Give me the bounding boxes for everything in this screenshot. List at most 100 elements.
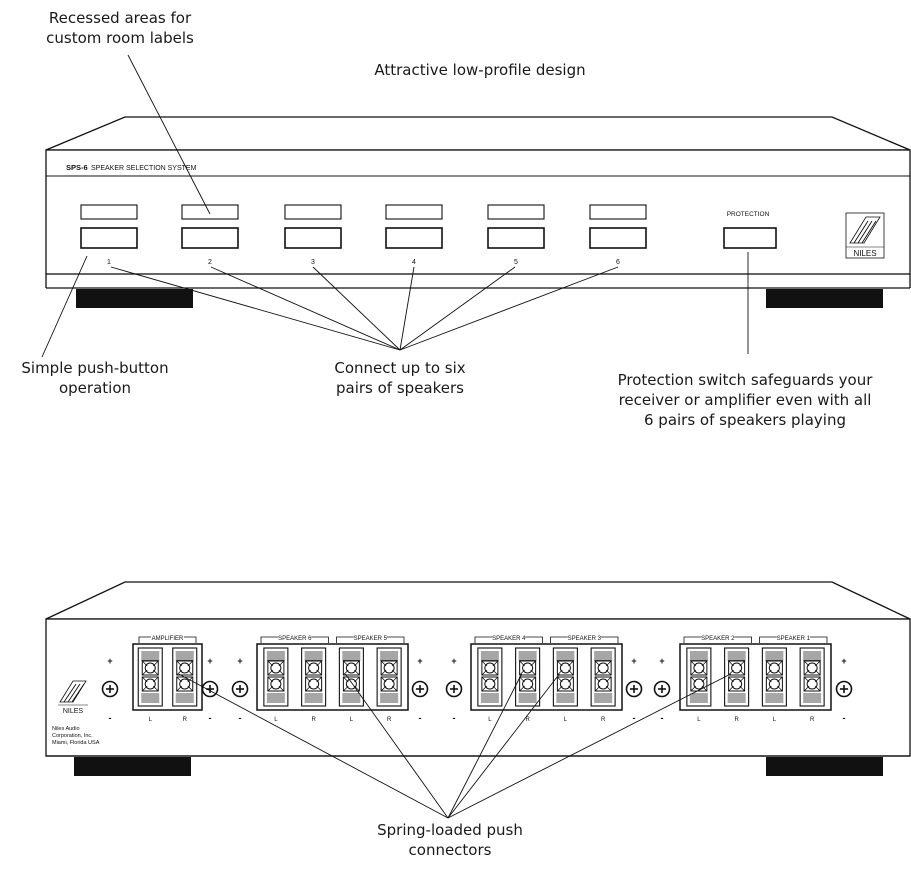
channel-label: L <box>350 717 354 723</box>
speaker-button-1[interactable] <box>80 227 138 249</box>
speaker-button-5[interactable] <box>487 227 545 249</box>
terminal-hole <box>768 662 780 674</box>
terminal-hole <box>144 662 156 674</box>
terminal-clip-edge <box>380 676 398 692</box>
polarity-minus: - <box>633 713 636 723</box>
spring-terminal[interactable] <box>724 647 750 707</box>
leader-spring-loaded-3 <box>447 673 523 819</box>
polarity-minus: - <box>109 713 112 723</box>
speaker-button-3[interactable] <box>284 227 342 249</box>
terminal-clip-edge <box>176 660 194 676</box>
terminal-hole <box>731 678 743 690</box>
terminal-clip-edge <box>481 660 499 676</box>
terminal-hole <box>144 678 156 690</box>
spring-terminal[interactable] <box>590 647 616 707</box>
terminal-hole <box>179 678 191 690</box>
ground-post <box>101 680 119 698</box>
group-label: SPEAKER 4 <box>492 636 526 642</box>
terminal-hole <box>308 678 320 690</box>
spring-terminal[interactable] <box>263 647 289 707</box>
terminal-hole <box>383 662 395 674</box>
terminal-clip-edge <box>343 676 360 692</box>
niles-logo-front: NILES <box>845 212 885 259</box>
spring-terminal[interactable] <box>552 647 578 707</box>
terminal-clip-edge <box>380 660 398 676</box>
ground-post <box>231 680 249 698</box>
polarity-plus: + <box>237 656 242 666</box>
leader-six-pairs-3 <box>312 266 401 351</box>
spring-terminal[interactable] <box>477 647 503 707</box>
polarity-plus: + <box>107 656 112 666</box>
group-label-bracket-right <box>184 636 197 643</box>
button-number-1: 1 <box>107 259 111 266</box>
niles-logo-front-text: NILES <box>853 249 876 258</box>
group-label-bracket-left <box>336 636 354 643</box>
leader-six-pairs-4 <box>399 266 415 351</box>
polarity-minus: - <box>209 713 212 723</box>
rear-foot-right <box>766 757 883 776</box>
terminal-hole <box>559 678 571 690</box>
group-label: AMPLIFIER <box>152 636 184 642</box>
channel-label: L <box>564 717 568 723</box>
channel-label: L <box>149 717 153 723</box>
button-number-4: 4 <box>412 259 416 266</box>
channel-label: R <box>525 717 530 723</box>
speaker-button-2[interactable] <box>181 227 239 249</box>
spring-terminal[interactable] <box>799 647 825 707</box>
ground-post <box>445 680 463 698</box>
leader-spring-loaded-2 <box>345 673 449 819</box>
terminal-clip-edge <box>267 660 285 676</box>
spring-terminal[interactable] <box>137 647 163 707</box>
terminal-hole <box>559 662 571 674</box>
group-label-bracket-left <box>759 636 777 643</box>
channel-label: R <box>183 717 188 723</box>
leader-six-pairs-6 <box>399 266 619 351</box>
terminal-hole <box>270 678 282 690</box>
spring-terminal[interactable] <box>376 647 402 707</box>
button-number-5: 5 <box>514 259 518 266</box>
model-name: SPEAKER SELECTION SYSTEM <box>91 165 197 172</box>
group-label-bracket-left <box>260 636 279 643</box>
spring-terminal[interactable] <box>301 647 327 707</box>
group-label: SPEAKER 1 <box>777 636 811 642</box>
terminal-hole <box>806 678 818 690</box>
spring-terminal[interactable] <box>686 647 712 707</box>
polarity-minus: - <box>661 713 664 723</box>
callout-push-button: Simple push-button operation <box>21 359 169 397</box>
terminal-clip-edge <box>803 660 821 676</box>
leader-six-pairs-2 <box>210 266 401 351</box>
channel-label: R <box>601 717 606 723</box>
terminal-hole <box>484 662 496 674</box>
niles-logo-rear: NILES <box>58 680 88 715</box>
terminal-hole <box>484 678 496 690</box>
polarity-plus: + <box>451 656 456 666</box>
callout-six-pairs: Connect up to six pairs of speakers <box>334 359 466 397</box>
group-label: SPEAKER 6 <box>278 636 312 642</box>
channel-label: R <box>311 717 316 723</box>
terminal-hole <box>522 678 534 690</box>
polarity-plus: + <box>207 656 212 666</box>
terminal-hole <box>179 662 191 674</box>
speaker-button-4[interactable] <box>385 227 443 249</box>
group-label-bracket-left <box>550 636 568 643</box>
polarity-plus: + <box>659 656 664 666</box>
terminal-clip-edge <box>481 676 499 692</box>
terminal-hole <box>693 662 705 674</box>
spring-terminal[interactable] <box>761 647 787 707</box>
speaker-button-6[interactable] <box>589 227 647 249</box>
group-label: SPEAKER 3 <box>568 636 602 642</box>
button-number-6: 6 <box>616 259 620 266</box>
channel-label: L <box>697 717 701 723</box>
ground-post <box>835 680 853 698</box>
terminal-hole <box>270 662 282 674</box>
spring-terminal[interactable] <box>515 647 541 707</box>
spring-terminal[interactable] <box>338 647 364 707</box>
protection-button[interactable] <box>723 227 777 249</box>
terminal-hole <box>522 662 534 674</box>
room-label-area-4 <box>385 204 443 220</box>
polarity-minus: - <box>453 713 456 723</box>
front-unit: SPS-6 SPEAKER SELECTION SYSTEM PROTECTIO… <box>45 116 911 308</box>
callout-low-profile: Attractive low-profile design <box>374 61 586 79</box>
